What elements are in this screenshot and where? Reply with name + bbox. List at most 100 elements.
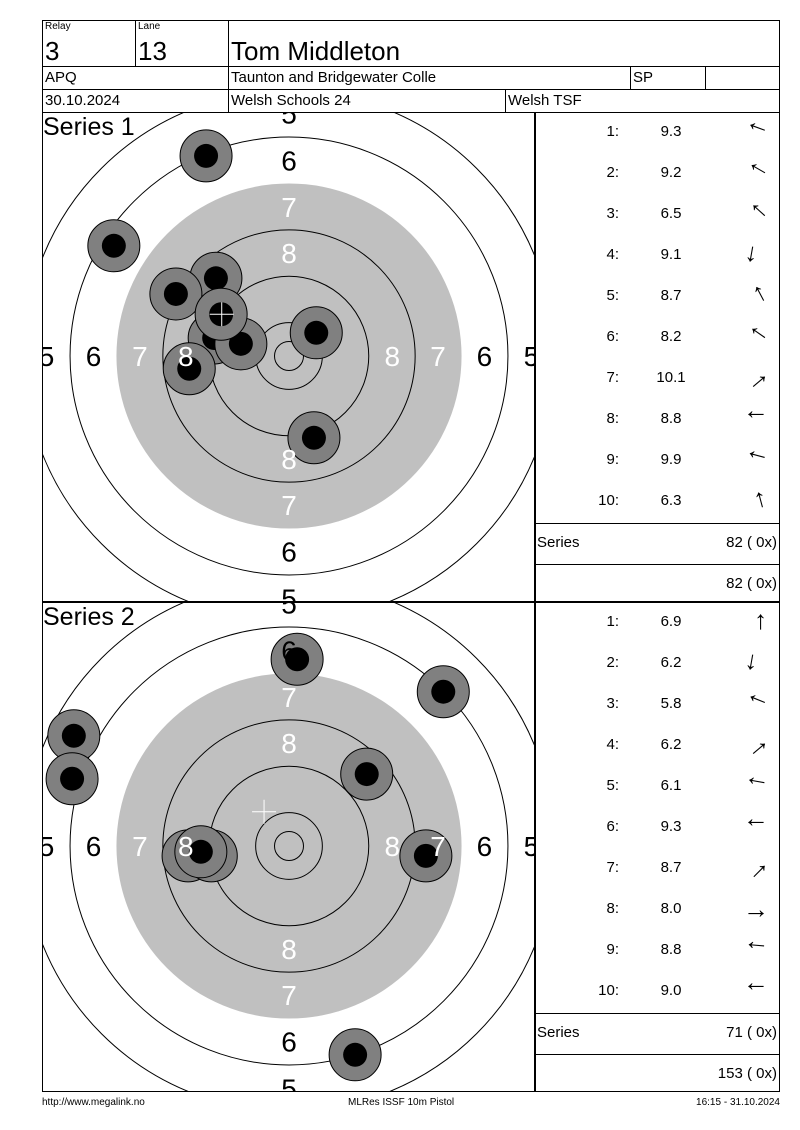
- series-total: 82 ( 0x): [726, 534, 777, 551]
- shooter-name: Tom Middleton: [231, 36, 401, 66]
- organizer: Welsh TSF: [508, 92, 582, 109]
- shot-hole-2: [416, 665, 470, 719]
- series-title: Series 2: [43, 603, 135, 631]
- relay-value: 3: [45, 36, 60, 66]
- shot-row: 8:8.8→: [536, 400, 779, 441]
- competition-cell: Welsh Schools 24: [228, 89, 506, 113]
- ring-label-6: 6: [86, 831, 102, 862]
- ring-label-8: 8: [281, 444, 297, 475]
- ring-label-6: 6: [477, 831, 493, 862]
- relay-cell: Relay 3: [42, 20, 136, 67]
- shot-direction-arrow-icon: →: [738, 484, 774, 518]
- ring-label-7: 7: [281, 682, 297, 713]
- ring-label-5: 5: [281, 603, 297, 620]
- running-total: 82 ( 0x): [726, 575, 777, 592]
- ring-label-8: 8: [281, 238, 297, 269]
- shot-number: 10:: [598, 492, 619, 509]
- shot-hole-4: [45, 752, 99, 806]
- shot-direction-arrow-icon: →: [738, 647, 774, 679]
- ring-label-6: 6: [477, 341, 493, 372]
- shot-row: 1:6.9→: [536, 603, 779, 644]
- ring-label-5: 5: [43, 341, 54, 372]
- ring-label-5: 5: [281, 583, 297, 602]
- shot-score: 6.5: [660, 205, 682, 222]
- shot-direction-arrow-icon: →: [738, 113, 774, 151]
- footer-url[interactable]: http://www.megalink.no: [42, 1097, 145, 1108]
- shot-number: 3:: [606, 695, 619, 712]
- running-total: 153 ( 0x): [717, 1065, 777, 1082]
- ring-label-8: 8: [384, 341, 400, 372]
- shot-direction-arrow-icon: →: [736, 194, 776, 234]
- empty-cell: [705, 66, 780, 90]
- ring-label-8: 8: [281, 728, 297, 759]
- shot-hole-2: [87, 219, 141, 273]
- date-cell: 30.10.2024: [42, 89, 229, 113]
- shot-score: 5.8: [660, 695, 682, 712]
- shot-number: 2:: [606, 654, 619, 671]
- shot-row: 6:8.2→: [536, 317, 779, 359]
- ring-label-7: 7: [281, 192, 297, 223]
- shot-direction-arrow-icon: →: [741, 609, 771, 635]
- shot-score: 6.9: [660, 613, 682, 630]
- shot-row: 9:9.9→: [536, 441, 779, 482]
- shot-number: 7:: [606, 369, 619, 386]
- ring-label-8: 8: [178, 831, 194, 862]
- shot-row: 3:6.5→: [536, 194, 779, 236]
- shot-score: 6.3: [660, 492, 682, 509]
- ring-8: [162, 229, 416, 483]
- ring-label-7: 7: [430, 831, 446, 862]
- shot-row: 3:5.8→: [536, 685, 779, 726]
- ring-label-6: 6: [281, 636, 297, 667]
- shot-score: 8.2: [660, 328, 682, 345]
- club-cell: Taunton and Bridgewater Colle: [228, 66, 631, 90]
- shot-row: 4:6.2→: [536, 725, 779, 767]
- series-2-block: 5555666677778888Series 21:6.9→2:6.2→3:5.…: [42, 602, 780, 1094]
- shot-number: 4:: [606, 246, 619, 263]
- shot-row: 10: 6.3 →: [536, 482, 779, 523]
- shot-hole-9: [287, 411, 341, 465]
- shot-direction-arrow-icon: →: [736, 317, 776, 357]
- lane-label: Lane: [138, 21, 161, 32]
- shot-direction-arrow-icon: →: [743, 812, 769, 842]
- ring-label-6: 6: [86, 341, 102, 372]
- shot-number: 4:: [606, 736, 619, 753]
- shot-hole-8: [162, 342, 216, 396]
- shot-score: 9.1: [660, 246, 682, 263]
- shot-row: 7:8.7→: [536, 848, 779, 890]
- ring-label-5: 5: [524, 341, 535, 372]
- shot-score: 6.2: [660, 654, 682, 671]
- shot-row: 9:8.8→: [536, 931, 779, 972]
- shot-row: 8:8.0→: [536, 890, 779, 931]
- series-title: Series 1: [43, 113, 135, 141]
- shot-row: 7:10.1→: [536, 358, 779, 400]
- target: 5555666677778888Series 2: [42, 602, 535, 1092]
- shot-hole-7: [289, 306, 343, 360]
- series-total: 71 ( 0x): [726, 1024, 777, 1041]
- ring-label-5: 5: [524, 831, 535, 862]
- shot-score: 8.8: [660, 941, 682, 958]
- class-cell: SP: [630, 66, 706, 90]
- shot-score: 8.7: [660, 287, 682, 304]
- ring-label-8: 8: [178, 341, 194, 372]
- shot-score: 9.9: [660, 451, 682, 468]
- shot-direction-arrow-icon: →: [738, 239, 774, 271]
- shot-hole-3: [47, 709, 101, 763]
- shot-direction-arrow-icon: →: [739, 442, 773, 478]
- shot-row: 2: 6.2 →: [536, 644, 779, 685]
- ring-label-5: 5: [43, 831, 54, 862]
- footer-program: MLRes ISSF 10m Pistol: [348, 1097, 455, 1108]
- shot-row: 5:6.1→: [536, 767, 779, 808]
- shot-hole-5: [340, 747, 394, 801]
- lane-value: 13: [138, 36, 167, 66]
- class: SP: [633, 69, 654, 86]
- series-1-block: 5555666677778888Series 11:9.3→2:9.2→3:6.…: [42, 112, 780, 604]
- shot-score: 8.8: [660, 410, 682, 427]
- ring-10: [255, 812, 323, 880]
- ring-label-7: 7: [132, 341, 148, 372]
- ring-x: [274, 831, 304, 861]
- target-svg: 5555666677778888: [43, 603, 535, 1091]
- shot-direction-arrow-icon: →: [736, 358, 776, 398]
- shot-direction-arrow-icon: →: [736, 848, 776, 888]
